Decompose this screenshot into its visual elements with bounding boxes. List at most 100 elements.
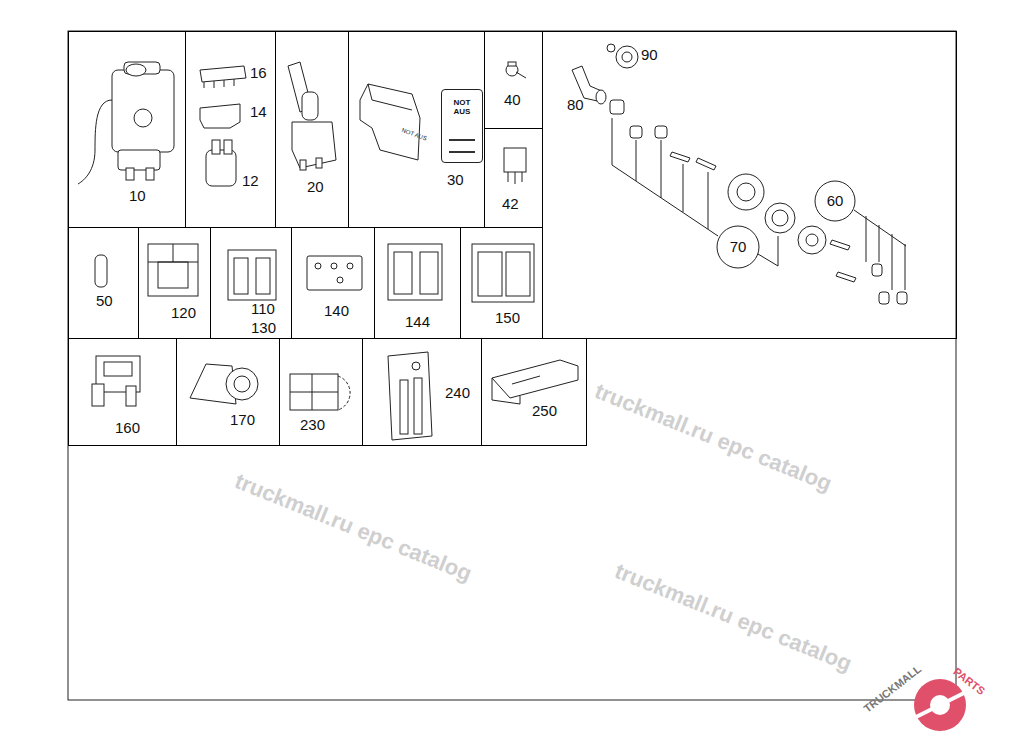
part-drawing: [616, 46, 638, 68]
watermark: truckmall.ru epc catalog: [592, 380, 835, 495]
part-cell: 90807060: [542, 31, 957, 339]
callout-circle: 70: [716, 225, 760, 269]
part-drawing: [95, 255, 107, 287]
callout-number: 50: [96, 293, 113, 310]
part-drawing: [630, 126, 642, 138]
part-drawing: [337, 277, 343, 283]
callout-number: 110: [251, 301, 275, 318]
callout-number: 144: [405, 314, 430, 331]
part-drawing: [836, 272, 856, 282]
callout-number: 12: [242, 173, 259, 190]
part-cell: 42: [484, 128, 543, 228]
part-drawing: [897, 292, 907, 304]
part-drawing: [388, 244, 442, 300]
part-drawing: [830, 240, 850, 250]
part-cell: 170: [176, 338, 280, 446]
callout-number: 40: [504, 92, 521, 109]
part-drawing: [872, 264, 882, 276]
part-drawing: [607, 44, 615, 52]
part-drawing: [347, 263, 353, 269]
part-drawing: [765, 203, 795, 233]
callout-number: 230: [300, 417, 325, 434]
part-drawing: [879, 292, 889, 304]
part-drawing: [708, 172, 709, 229]
part-drawing: [148, 244, 198, 262]
circle-outline: [815, 181, 855, 221]
callout-number: 140: [324, 303, 349, 320]
callout-number: 30: [447, 172, 464, 189]
part-drawing: [228, 250, 276, 300]
part-cell: 240: [362, 338, 482, 446]
part-drawing: [226, 368, 258, 400]
circle-outline: [717, 226, 759, 268]
part-drawing: [508, 172, 522, 184]
emergency-button: NOT AUS: [441, 89, 483, 163]
part-drawing: [300, 160, 306, 170]
callout-number: 14: [250, 104, 267, 121]
part-drawing: [315, 263, 321, 269]
part-drawing: [234, 258, 248, 294]
part-drawing: [290, 374, 338, 410]
part-cell: 250: [481, 338, 587, 446]
part-drawing: [892, 234, 893, 290]
part-drawing: [92, 384, 104, 406]
part-drawing: [506, 252, 530, 296]
part-drawing: [146, 168, 154, 180]
callout-circle: 60: [814, 180, 856, 222]
part-drawing: [78, 100, 112, 184]
callout-number: 70: [730, 239, 747, 256]
part-drawing: [414, 378, 422, 434]
part-drawing: [206, 150, 236, 186]
part-drawing: [854, 210, 906, 246]
part-drawing: [655, 126, 667, 138]
watermark: truckmall.ru epc catalog: [232, 470, 475, 585]
part-drawing: [148, 244, 198, 296]
part-drawing: [394, 252, 412, 294]
part-drawing: [516, 72, 526, 78]
part-drawing: [758, 236, 778, 266]
part-drawing: [661, 140, 662, 198]
part-drawing: [158, 262, 188, 288]
part-drawing: [316, 158, 322, 168]
part-drawing: [118, 150, 160, 170]
part-drawing: [508, 62, 516, 66]
part-cell: 110130: [210, 227, 292, 339]
part-drawing: [866, 216, 867, 262]
part-drawing: [234, 376, 250, 392]
part-drawing: [728, 174, 764, 210]
part-drawing: [126, 168, 134, 180]
part-drawing: [290, 374, 338, 410]
part-drawing: [798, 226, 826, 254]
part-drawing: [879, 225, 880, 262]
part-drawing: [224, 140, 232, 154]
button-label: NOT AUS: [450, 98, 474, 116]
callout-number: 60: [827, 193, 844, 210]
part-drawing: [612, 118, 906, 290]
callout-number: 130: [251, 320, 276, 337]
callout-number: 150: [495, 310, 520, 327]
part-cell: 10: [68, 31, 186, 228]
part-drawing: [512, 376, 540, 384]
part-drawing: [914, 692, 966, 718]
part-cell: 160: [68, 338, 177, 446]
part-cell: 50: [68, 227, 139, 339]
part-drawing: [420, 252, 438, 294]
part-drawing: [292, 122, 336, 168]
part-cell: 140: [291, 227, 375, 339]
part-drawing: [412, 362, 420, 370]
part-drawing: [104, 362, 132, 376]
part-drawing: [200, 66, 246, 82]
part-drawing: [492, 378, 520, 404]
logo-text: TRUCKMALL: [862, 663, 923, 714]
part-drawing: [134, 109, 152, 127]
part-cell: 144: [374, 227, 461, 339]
part-drawing: [126, 386, 136, 406]
part-cell: 20: [275, 31, 349, 228]
part-drawing: [388, 352, 432, 440]
part-drawing: [200, 104, 240, 128]
watermark: truckmall.ru epc catalog: [612, 560, 855, 675]
part-drawing: [331, 263, 337, 269]
callout-number: 20: [307, 179, 324, 196]
